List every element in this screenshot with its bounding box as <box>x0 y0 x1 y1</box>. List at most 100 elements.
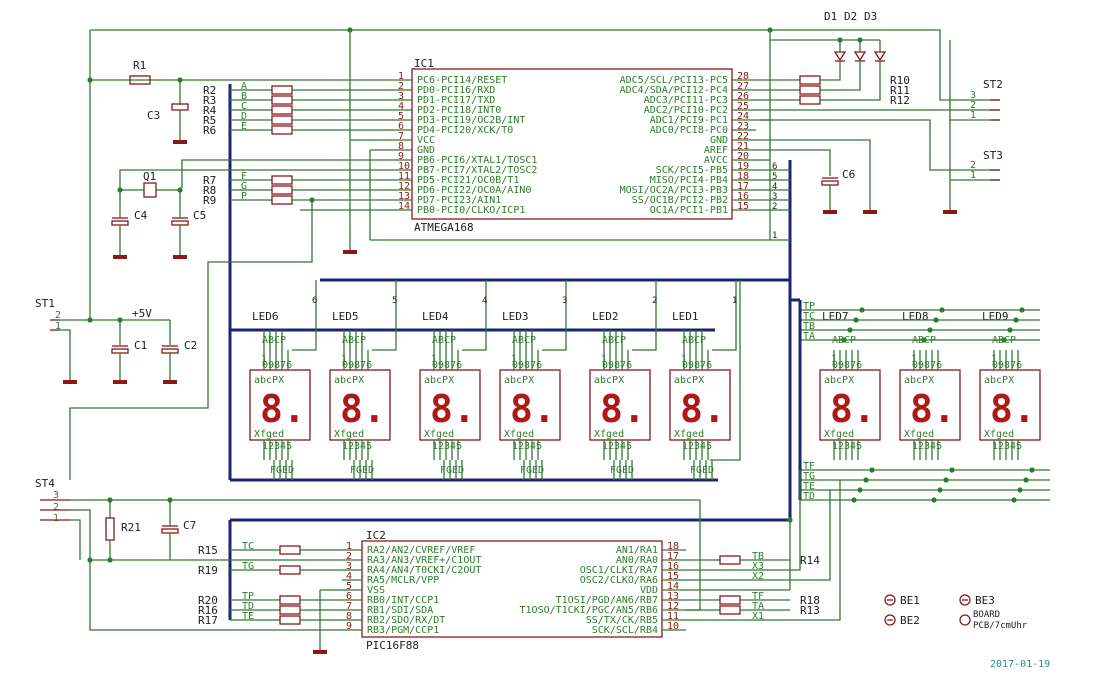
net-label: TE <box>242 611 254 622</box>
resistor-r6 <box>271 125 293 135</box>
ic1-body <box>411 68 733 220</box>
ic2-pin-label: RB0/INT/CCP1 <box>367 595 439 606</box>
junction-dot <box>87 557 93 563</box>
ic2-pin-label: VDD <box>640 585 658 596</box>
ic2-pin-label: OSC1/CLKI/RA7 <box>580 565 658 576</box>
mounting-hole <box>884 614 896 626</box>
net-label: TF <box>752 591 764 602</box>
resistor-r8 <box>271 185 293 195</box>
resistor-label: R16 <box>198 604 218 617</box>
ground-symbol <box>113 255 127 259</box>
net-label: C <box>241 101 247 112</box>
resistor-label: R10 <box>890 74 910 87</box>
ic1-pin-number: 23 <box>737 121 749 132</box>
wire <box>756 119 1000 171</box>
led-bottom-nums: 12345 <box>832 441 862 452</box>
led-top-nums: 09876 <box>432 360 462 371</box>
net-label: A <box>241 81 247 92</box>
wire-vcc <box>90 29 941 38</box>
ic1-pin-label: GND <box>710 135 728 146</box>
pin-number: 1 <box>970 170 976 181</box>
led-bottom-nums: 12345 <box>432 441 462 452</box>
wire <box>181 159 392 188</box>
junction-dot <box>841 337 847 343</box>
wire <box>119 169 392 188</box>
wire <box>372 280 397 351</box>
led-glyph: 8. <box>340 387 386 431</box>
bus-number: 4 <box>482 296 487 306</box>
ic2-pin-number: 14 <box>667 581 679 592</box>
ic2-pin-label: T1OSI/PGD/AN6/RB7 <box>556 595 658 606</box>
junction-dot <box>937 487 943 493</box>
resistor-label: R19 <box>198 564 218 577</box>
junction-dot <box>933 317 939 323</box>
led-segment-top: abcPX <box>904 375 934 386</box>
net-label: TD <box>803 491 815 502</box>
net-label: X3 <box>752 561 764 572</box>
led-glyph: 8. <box>830 387 876 431</box>
pin-number: 3 <box>53 490 59 501</box>
cap-plate <box>171 220 189 226</box>
ic1-pin-label: ADC3/PCI11-PC3 <box>644 95 728 106</box>
ic2-pin-label: T1OSO/T1CKI/PGC/AN5/RB6 <box>520 605 658 616</box>
ic1-pin-label: OC1A/PCI1-PB1 <box>650 205 728 216</box>
led-name: LED7 <box>822 310 849 323</box>
net-label: TG <box>803 471 815 482</box>
ic2-pin-label: RA2/AN2/CVREF/VREF <box>367 545 475 556</box>
pin-number: 2 <box>970 100 976 111</box>
led-top-pins: ABCP <box>512 335 536 346</box>
ic1-pin-number: 7 <box>398 131 404 142</box>
led-top-pins: ABCP <box>432 335 456 346</box>
junction-dot <box>851 497 857 503</box>
resistor-label: R9 <box>203 194 216 207</box>
board-name: PCB/7cmUhr <box>973 621 1028 631</box>
led-bottom-nets: FGED <box>350 465 374 476</box>
ground-symbol <box>113 380 127 384</box>
cap-plate <box>821 180 839 186</box>
resistor-r4 <box>271 105 293 115</box>
junction-dot <box>1011 497 1017 503</box>
ic2-pin-label: RB3/PGM/CCP1 <box>367 625 439 636</box>
wire <box>756 149 831 176</box>
board-label: BOARD <box>973 610 1000 620</box>
connector-label: ST1 <box>35 297 55 310</box>
ic1-pin-number: 22 <box>737 131 749 142</box>
diode-d1 <box>833 51 847 62</box>
ic2-body <box>361 540 663 638</box>
wire <box>686 470 801 571</box>
bus-number: 5 <box>392 296 397 306</box>
wire <box>686 500 701 611</box>
cap-plate <box>111 220 129 226</box>
led-bottom-nets: FGED <box>520 465 544 476</box>
led-segment-bottom: Xfged <box>254 429 284 440</box>
ic1-pin-label: AREF <box>704 145 728 156</box>
ground-symbol <box>63 380 77 384</box>
junction-dot <box>921 337 927 343</box>
ic1-pin-label: PB0-PCI0/CLKO/ICP1 <box>417 205 525 216</box>
ic1-pin-number: 27 <box>737 81 749 92</box>
led-top-nums: 09876 <box>262 360 292 371</box>
pin-number: 1 <box>55 321 61 332</box>
ic1-name: IC1 <box>414 57 434 70</box>
ground-symbol <box>173 140 187 144</box>
resistor-label: R18 <box>800 594 820 607</box>
net-label: F <box>241 171 247 182</box>
led-bottom-nets: FGED <box>270 465 294 476</box>
capacitor-label: C1 <box>134 339 147 352</box>
junction-dot <box>117 187 123 193</box>
board-label: BE3 <box>975 594 995 607</box>
wire <box>686 480 841 621</box>
crystal-label: Q1 <box>143 170 156 183</box>
resistor-r18 <box>719 595 741 605</box>
connector-label: ST3 <box>983 149 1003 162</box>
led-name: LED4 <box>422 310 449 323</box>
wire <box>69 200 313 480</box>
bus-number: 4 <box>772 182 777 192</box>
ic1-pin-number: 9 <box>398 151 404 162</box>
led-body <box>899 369 961 441</box>
